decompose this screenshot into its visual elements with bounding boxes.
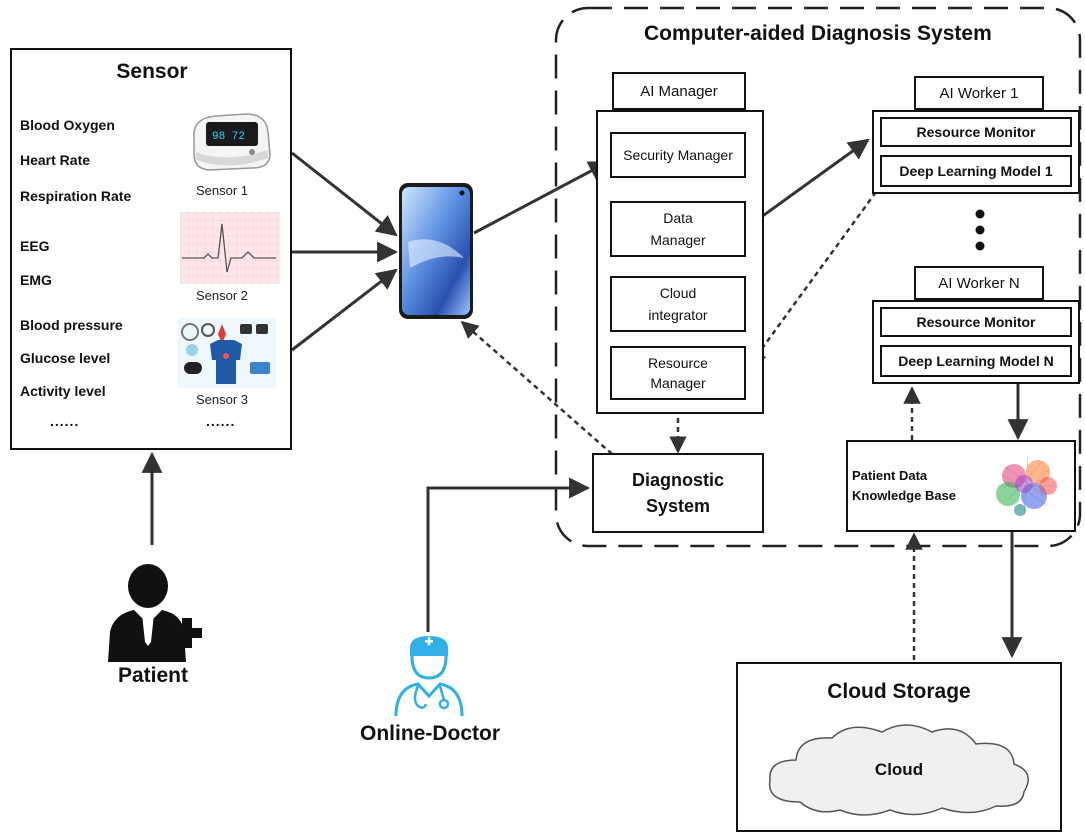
security-manager: Security Manager bbox=[610, 132, 746, 178]
label-glucose-level: Glucose level bbox=[20, 350, 111, 366]
ai-worker-n-tab: AI Worker N bbox=[914, 266, 1044, 300]
ellipsis-dot bbox=[975, 225, 985, 235]
ellipsis-dot bbox=[975, 209, 985, 219]
worker-n-resource-monitor: Resource Monitor bbox=[880, 307, 1072, 337]
label-blood-pressure: Blood pressure bbox=[20, 317, 123, 333]
patient-label: Patient bbox=[117, 664, 188, 687]
label-respiration-rate: Respiration Rate bbox=[20, 188, 132, 204]
ellipsis-dot bbox=[975, 241, 985, 251]
sensor-1-caption: Sensor 1 bbox=[196, 183, 249, 198]
worker-n-model: Deep Learning Model N bbox=[880, 345, 1072, 377]
data-manager: Data Manager bbox=[610, 201, 746, 257]
arrow-doctor-diagnostic bbox=[426, 477, 591, 632]
sensor-ellipsis: ...... bbox=[206, 413, 236, 429]
diagnostic-system: Diagnostic System bbox=[592, 453, 764, 533]
arrow-worker1-resource bbox=[748, 191, 878, 367]
resource-manager: Resource Manager bbox=[610, 346, 746, 400]
cloud-icon bbox=[768, 724, 1029, 816]
ai-worker-1-tab: AI Worker 1 bbox=[914, 76, 1044, 110]
label-emg: EMG bbox=[20, 272, 52, 288]
worker-1-model: Deep Learning Model 1 bbox=[880, 155, 1072, 187]
arrow-diagnostic-phone bbox=[460, 320, 613, 455]
arrow-data-worker1 bbox=[745, 138, 870, 230]
sensor-2-caption: Sensor 2 bbox=[196, 288, 249, 303]
doctor-icon bbox=[388, 634, 470, 718]
doctor-label: Online-Doctor bbox=[360, 722, 500, 745]
svg-text:98 72: 98 72 bbox=[212, 131, 245, 143]
cloud-integrator: Cloud integrator bbox=[610, 276, 746, 332]
label-ellipsis: ...... bbox=[50, 413, 80, 429]
sensor-panel-title: Sensor bbox=[116, 60, 188, 83]
ecg-strip-icon bbox=[180, 212, 280, 284]
knowledge-base-label-1: Patient Data bbox=[852, 468, 928, 483]
patient-icon bbox=[108, 564, 202, 662]
label-activity-level: Activity level bbox=[20, 383, 106, 399]
arrow-phone-security bbox=[473, 160, 610, 235]
label-eeg: EEG bbox=[20, 238, 50, 254]
smartphone-icon bbox=[399, 183, 473, 319]
arrow-sensor1-phone bbox=[291, 151, 398, 237]
knowledge-base-label-2: Knowledge Base bbox=[852, 488, 957, 503]
pulse-oximeter-icon: 98 72 bbox=[193, 113, 271, 171]
system-title: Computer-aided Diagnosis System bbox=[644, 22, 992, 45]
ai-manager-tab: AI Manager bbox=[612, 72, 746, 110]
network-graph-icon bbox=[996, 455, 1057, 517]
sensor-3-caption: Sensor 3 bbox=[196, 392, 249, 407]
cloud-storage-title: Cloud Storage bbox=[827, 680, 971, 703]
cloud-label: Cloud bbox=[874, 760, 924, 779]
label-heart-rate: Heart Rate bbox=[20, 152, 91, 168]
wearables-icon bbox=[178, 318, 276, 388]
worker-1-resource-monitor: Resource Monitor bbox=[880, 117, 1072, 147]
arrow-sensor3-phone bbox=[291, 268, 398, 352]
label-blood-oxygen: Blood Oxygen bbox=[20, 117, 115, 133]
